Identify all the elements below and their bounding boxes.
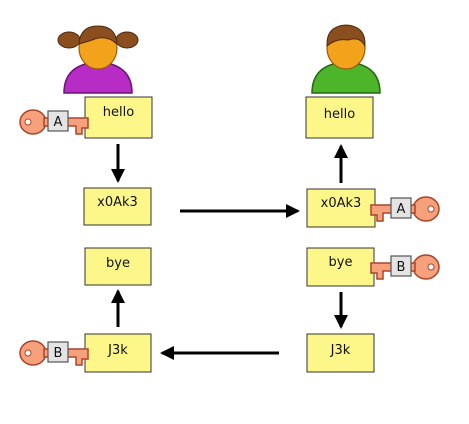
key-bob-decrypt-label: A xyxy=(397,202,406,217)
key-alice-encrypt-label: A xyxy=(54,115,63,130)
key-alice-decrypt-label: B xyxy=(54,346,63,361)
note-alice-plaintext-label: hello xyxy=(103,105,134,120)
key-bob-encrypt-label: B xyxy=(397,260,406,275)
female-user-icon xyxy=(57,25,139,94)
note-bob-reply-plaintext: bye xyxy=(306,247,375,287)
note-bob-ciphertext-label: x0Ak3 xyxy=(321,196,362,211)
key-icon xyxy=(370,196,440,222)
note-bob-reply-ciphertext: J3k xyxy=(306,333,375,373)
note-alice-ciphertext: x0Ak3 xyxy=(83,187,152,226)
note-bob-reply-plaintext-label: bye xyxy=(329,255,353,270)
note-alice-reply-plaintext-label: bye xyxy=(106,256,130,271)
note-bob-plaintext-label: hello xyxy=(324,107,355,122)
note-bob-ciphertext: x0Ak3 xyxy=(306,188,376,228)
note-alice-plaintext: hello xyxy=(84,96,153,139)
key-icon: A xyxy=(19,109,89,135)
key-icon: B xyxy=(19,340,89,366)
note-bob-plaintext: hello xyxy=(305,96,374,139)
note-alice-ciphertext-label: x0Ak3 xyxy=(97,195,138,210)
note-alice-reply-ciphertext-label: J3k xyxy=(107,343,128,358)
key-icon xyxy=(370,254,440,280)
note-alice-reply-ciphertext: J3k xyxy=(84,333,152,373)
note-bob-reply-ciphertext-label: J3k xyxy=(330,343,351,358)
male-user-icon xyxy=(311,24,381,94)
note-alice-reply-plaintext: bye xyxy=(84,247,152,286)
